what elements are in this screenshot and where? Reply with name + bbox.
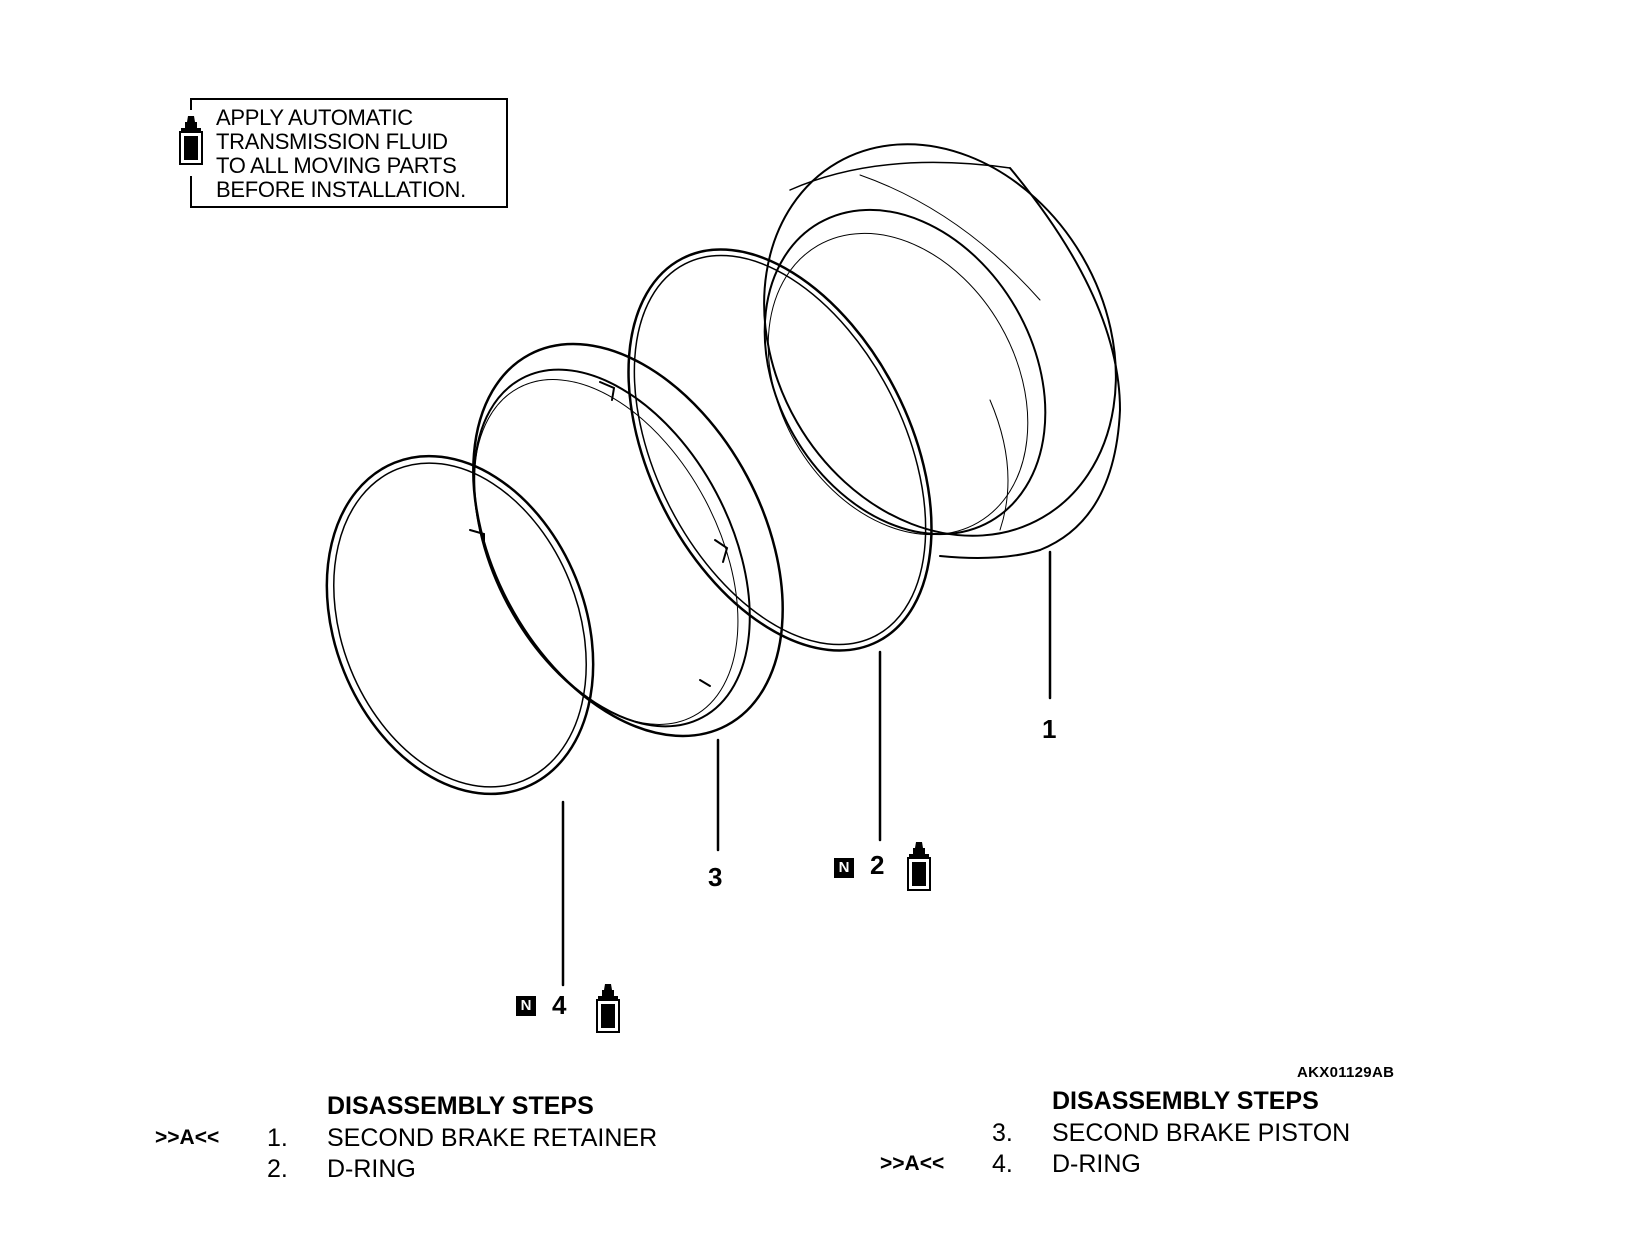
step-label: SECOND BRAKE PISTON	[1052, 1119, 1351, 1147]
note-box-edge	[190, 176, 192, 208]
new-part-badge: N	[516, 996, 536, 1016]
callout-part-3: 3	[708, 862, 723, 892]
step-number: 4.	[992, 1150, 1013, 1178]
fluid-bottle-icon	[596, 984, 620, 1033]
step-number: 2.	[267, 1155, 288, 1183]
step-label: D-RING	[1052, 1150, 1141, 1178]
note-line: APPLY AUTOMATIC	[216, 105, 413, 130]
part-2-d-ring	[627, 248, 933, 652]
fluid-note-box	[190, 98, 508, 208]
fluid-note-text: APPLY AUTOMATIC TRANSMISSION FLUID TO AL…	[216, 106, 466, 202]
part-4-d-ring	[325, 454, 595, 796]
steps-heading-left: DISASSEMBLY STEPS	[327, 1092, 594, 1120]
fluid-bottle-icon	[907, 842, 931, 891]
step-label: SECOND BRAKE RETAINER	[327, 1124, 658, 1152]
callout-part-2: 2	[870, 850, 885, 880]
note-box-edge	[190, 98, 192, 110]
part-1-second-brake-retainer	[763, 143, 1122, 559]
step-ref: >>A<<	[155, 1126, 220, 1149]
note-line: TO ALL MOVING PARTS	[216, 153, 457, 178]
fluid-bottle-icon	[179, 116, 203, 165]
note-line: BEFORE INSTALLATION.	[216, 177, 466, 202]
part-3-second-brake-piston	[469, 342, 784, 738]
step-number: 3.	[992, 1119, 1013, 1147]
callout-part-4: 4	[552, 990, 567, 1020]
new-part-badge: N	[834, 858, 854, 878]
step-label: D-RING	[327, 1155, 416, 1183]
steps-heading-right: DISASSEMBLY STEPS	[1052, 1087, 1319, 1115]
callout-part-1: 1	[1042, 714, 1057, 744]
step-ref: >>A<<	[880, 1152, 945, 1175]
step-number: 1.	[267, 1124, 288, 1152]
note-line: TRANSMISSION FLUID	[216, 129, 448, 154]
figure-code: AKX01129AB	[1297, 1064, 1395, 1081]
